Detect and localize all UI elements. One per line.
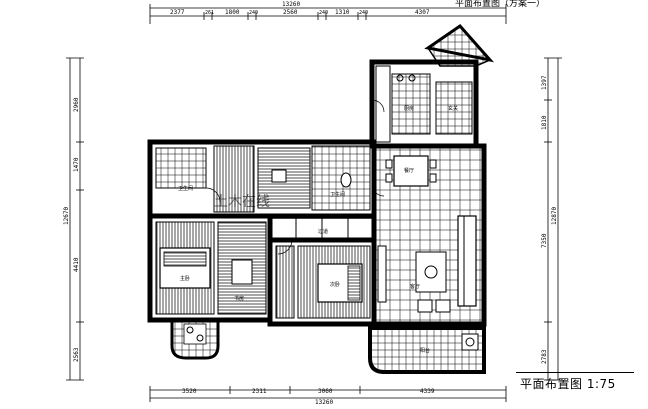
left-dim-1: 2960 (73, 97, 80, 112)
room-label-corridor: 过道 (318, 228, 328, 235)
top-dim-8: 240 (359, 10, 368, 16)
room-label-balcony: 阳台 (420, 347, 430, 354)
top-dim-4: 240 (249, 10, 258, 16)
room-label-bath: 卫生间 (178, 185, 193, 192)
bottom-balcony: 阳台 (368, 326, 486, 374)
room-label-dining: 餐厅 (404, 167, 414, 174)
bottom-dim-1: 3520 (182, 388, 197, 395)
top-dim-1: 2377 (170, 9, 185, 16)
room-label-hall: 玄关 (448, 105, 458, 112)
bottom-total-dim: 13260 (315, 399, 333, 405)
upper-left-block: 卫生间 卫生间 (147, 139, 377, 219)
top-dim-2: 261 (205, 10, 214, 16)
header-fragment: 平面布置图（方案一） (455, 0, 545, 9)
right-dim-2: 1810 (541, 115, 548, 130)
right-dimension-line (544, 57, 562, 381)
bottom-dim-3: 3060 (318, 388, 333, 395)
left-dim-3: 4410 (73, 257, 80, 272)
right-dim-1: 1397 (541, 75, 548, 90)
kitchen-block: 厨房 玄关 (369, 24, 495, 149)
bottom-dimension-line (149, 386, 507, 402)
top-dim-9: 4307 (415, 9, 430, 16)
left-dimension-line (66, 57, 84, 381)
room-label-living: 客厅 (410, 283, 420, 290)
left-total-dim: 12670 (63, 207, 70, 225)
living-dining: 餐厅 客厅 (371, 143, 487, 327)
room-label-kitchen: 厨房 (404, 105, 414, 112)
top-dim-5: 2560 (283, 9, 298, 16)
drawing-title: 平面布置图 1:75 (520, 377, 616, 391)
right-dim-3: 7350 (541, 233, 548, 248)
right-total-dim: 12870 (551, 207, 558, 225)
master-bedroom: 主卧 书房 (147, 213, 273, 360)
watermark-text: 土木在线 (214, 194, 270, 210)
door-swings (205, 99, 385, 255)
bottom-dim-2: 2311 (252, 388, 267, 395)
floor-plan: 厨房 玄关 卫生间 卫生间 过道 (147, 24, 495, 374)
room-label-study: 书房 (234, 295, 244, 302)
top-dim-6: 240 (319, 10, 328, 16)
top-dimension-line (149, 4, 507, 24)
left-dim-2: 1470 (73, 157, 80, 172)
top-dim-7: 1310 (335, 9, 350, 16)
room-label-bedroom: 次卧 (330, 281, 340, 288)
bottom-dim-4: 4339 (420, 388, 435, 395)
left-dim-4: 2563 (73, 347, 80, 362)
room-label-master: 主卧 (180, 275, 190, 282)
second-bedroom: 次卧 (267, 237, 377, 327)
right-dim-4: 2783 (541, 349, 548, 364)
title-block: 平面布置图 1:75 (516, 372, 634, 395)
top-dim-3: 1800 (225, 9, 240, 16)
corridor: 过道 (269, 217, 375, 241)
room-label-bath-2: 卫生间 (330, 191, 345, 198)
top-total-dim: 13260 (282, 1, 300, 8)
